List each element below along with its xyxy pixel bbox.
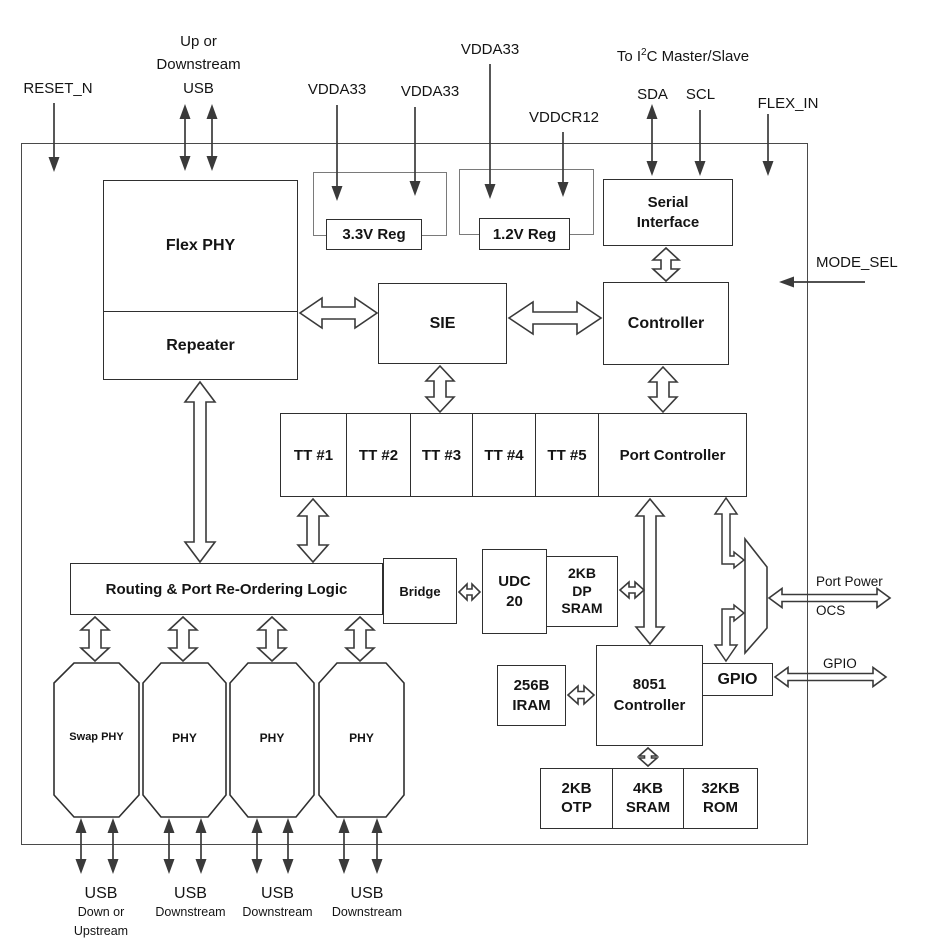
bottom-port-2: USB Downstream (138, 884, 243, 922)
tt1-label: TT #1 (293, 446, 334, 464)
block-reg-33: 3.3V Reg (326, 219, 422, 250)
tt5-label: TT #5 (547, 446, 587, 464)
bottom-port-4: USB Downstream (313, 884, 421, 922)
flex-phy-label: Flex PHY (165, 237, 236, 254)
block-memory-row: 2KB OTP 4KB SRAM 32KB ROM (540, 768, 758, 829)
bottom-port-1-sub: Down or Upstream (73, 905, 129, 938)
bottom-port-3-title: USB (261, 885, 294, 902)
block-bridge: Bridge (383, 558, 457, 624)
block-tt-row: TT #1 TT #2 TT #3 TT #4 TT #5 Port Contr… (280, 413, 747, 497)
mcu-label: 8051 Controller (613, 676, 686, 714)
usb-top-label: Up or Downstream USB (156, 33, 241, 97)
phy4-label: PHY (349, 731, 374, 745)
udc-label: UDC 20 (498, 573, 531, 610)
tt2-label: TT #2 (358, 446, 399, 464)
block-rom: 32KB ROM (684, 769, 757, 828)
bottom-port-3-sub: Downstream (242, 905, 313, 920)
block-otp: 2KB OTP (541, 769, 613, 828)
block-iram: 256B IRAM (497, 665, 566, 726)
sram-label: 4KB SRAM (625, 779, 671, 816)
block-flex-phy-repeater: Flex PHY Repeater (103, 180, 298, 380)
i2c-sup: 2 (641, 47, 647, 58)
block-dp-sram: 2KB DP SRAM (546, 556, 618, 627)
port-power-label: Port Power (816, 574, 883, 589)
gpio-label: GPIO (717, 670, 758, 688)
block-reg-12: 1.2V Reg (479, 218, 570, 250)
reg-33-label: 3.3V Reg (342, 226, 406, 243)
reg-12-label: 1.2V Reg (492, 225, 557, 243)
block-serial-interface: Serial Interface (603, 179, 733, 246)
bridge-label: Bridge (399, 583, 441, 599)
bottom-port-2-title: USB (174, 885, 207, 902)
i2c-pre: To I (616, 48, 642, 65)
dp-sram-label: 2KB DP SRAM (561, 565, 603, 617)
block-sie: SIE (378, 283, 507, 364)
rom-label: 32KB ROM (701, 779, 740, 816)
flex-in-label: FLEX_IN (757, 95, 819, 112)
i2c-master-slave-label: To I2C Master/Slave (597, 46, 769, 68)
tt4-label: TT #4 (484, 446, 524, 464)
i2c-post: C Master/Slave (646, 48, 750, 65)
block-tt2: TT #2 (347, 414, 411, 496)
vdda33-label-1: VDDA33 (307, 81, 367, 98)
bottom-port-2-sub: Downstream (155, 905, 226, 920)
block-tt3: TT #3 (411, 414, 473, 496)
mode-sel-label: MODE_SEL (816, 254, 898, 271)
block-tt1: TT #1 (281, 414, 347, 496)
scl-label: SCL (685, 86, 716, 103)
block-controller: Controller (603, 282, 729, 365)
bottom-port-1: USB Down or Upstream (51, 884, 151, 941)
ocs-label: OCS (816, 603, 846, 618)
tt3-label: TT #3 (421, 446, 462, 464)
swap-phy-label: Swap PHY (69, 731, 124, 743)
block-udc: UDC 20 (482, 549, 547, 634)
controller-label: Controller (627, 314, 705, 332)
otp-label: 2KB OTP (561, 779, 592, 816)
port-controller-label: Port Controller (619, 446, 726, 464)
sie-label: SIE (429, 314, 456, 332)
bottom-port-3: USB Downstream (225, 884, 330, 922)
vdda33-label-2: VDDA33 (400, 83, 460, 100)
vddcr12-label: VDDCR12 (528, 109, 600, 126)
vdda33-label-3: VDDA33 (460, 41, 520, 58)
serial-interface-label: Serial Interface (636, 194, 700, 231)
bottom-port-4-sub: Downstream (331, 905, 403, 920)
bottom-port-4-title: USB (350, 885, 384, 902)
block-tt4: TT #4 (473, 414, 536, 496)
block-routing: Routing & Port Re-Ordering Logic (70, 563, 383, 615)
bottom-port-1-title: USB (84, 885, 118, 902)
block-tt5: TT #5 (536, 414, 599, 496)
routing-label: Routing & Port Re-Ordering Logic (105, 580, 348, 598)
block-repeater: Repeater (104, 312, 297, 379)
iram-label: 256B IRAM (512, 677, 551, 714)
reset-n-label: RESET_N (23, 80, 93, 97)
block-gpio: GPIO (702, 663, 773, 696)
phy3-label: PHY (259, 731, 285, 745)
gpio-ext-label: GPIO (823, 656, 857, 671)
repeater-label: Repeater (166, 336, 235, 354)
phy2-label: PHY (172, 731, 197, 745)
block-flex-phy: Flex PHY (104, 181, 297, 312)
block-sram: 4KB SRAM (613, 769, 684, 828)
block-port-controller: Port Controller (599, 414, 746, 496)
sda-label: SDA (637, 86, 668, 103)
block-8051-controller: 8051 Controller (596, 645, 703, 746)
